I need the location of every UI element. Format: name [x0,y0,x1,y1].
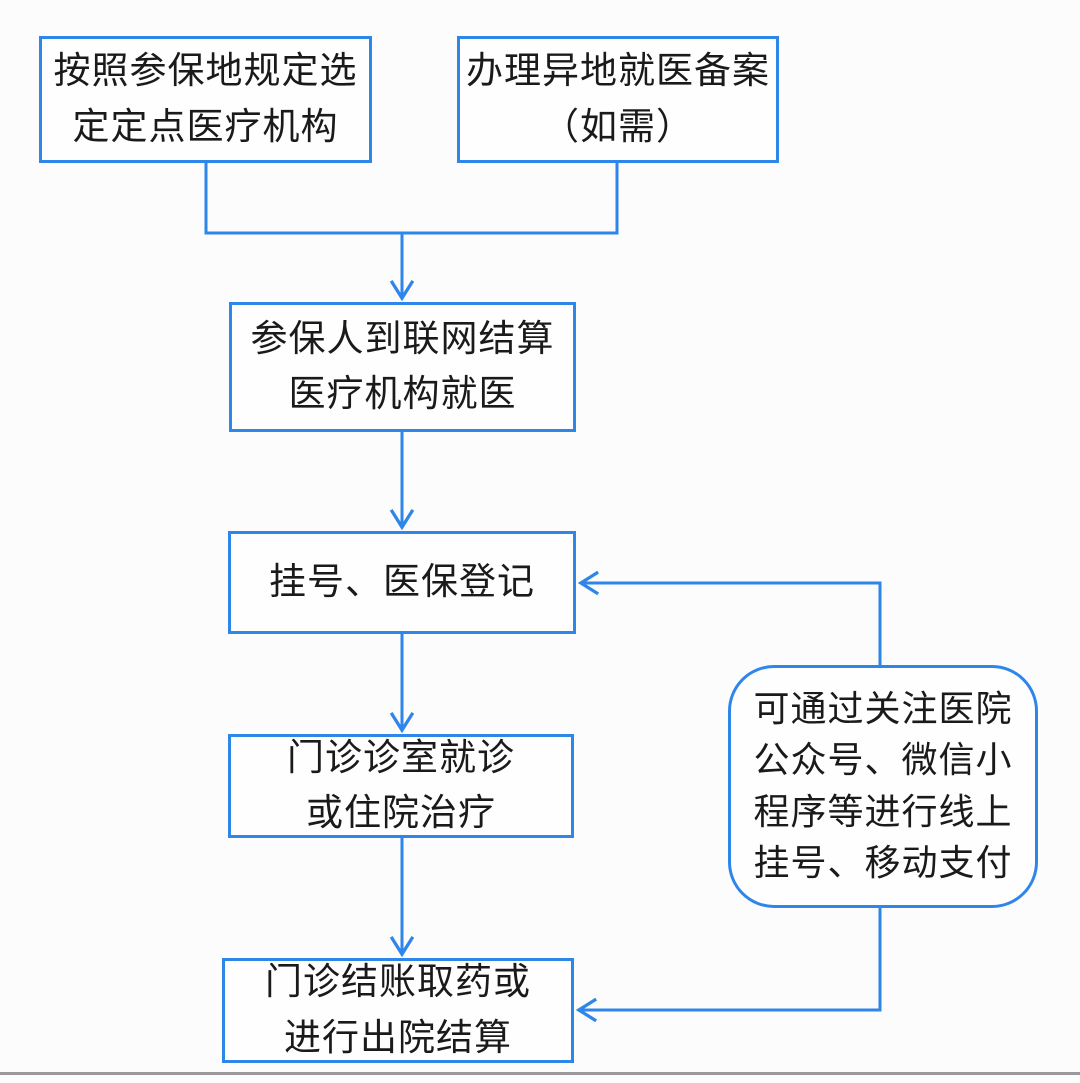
node-registration-label: 挂号、医保登记 [269,561,535,603]
node-visit-hospital: 参保人到联网结算 医疗机构就医 [229,302,576,432]
node-remote-filing-label: 办理异地就医备案 （如需） [466,51,770,148]
merge-connector [204,163,619,235]
note-online-services: 可通过关注医院 公众号、微信小 程序等进行线上 挂号、移动支付 [728,665,1038,908]
node-remote-filing: 办理异地就医备案 （如需） [457,36,779,163]
node-settlement: 门诊结账取药或 进行出院结算 [222,958,574,1063]
node-select-facility: 按照参保地规定选 定定点医疗机构 [39,36,372,163]
node-treatment: 门诊诊室就诊 或住院治疗 [228,734,574,838]
bottom-divider [0,1072,1080,1075]
node-registration: 挂号、医保登记 [228,531,576,634]
note-online-services-label: 可通过关注医院 公众号、微信小 程序等进行线上 挂号、移动支付 [753,689,1013,883]
node-visit-hospital-label: 参保人到联网结算 医疗机构就医 [250,318,555,416]
node-treatment-label: 门诊诊室就诊 或住院治疗 [287,737,515,835]
node-settlement-label: 门诊结账取药或 进行出院结算 [265,962,531,1059]
node-select-facility-label: 按照参保地规定选 定定点医疗机构 [53,51,358,148]
arrow-note-to-registration [577,570,882,665]
arrow-note-to-settlement [575,908,882,1023]
